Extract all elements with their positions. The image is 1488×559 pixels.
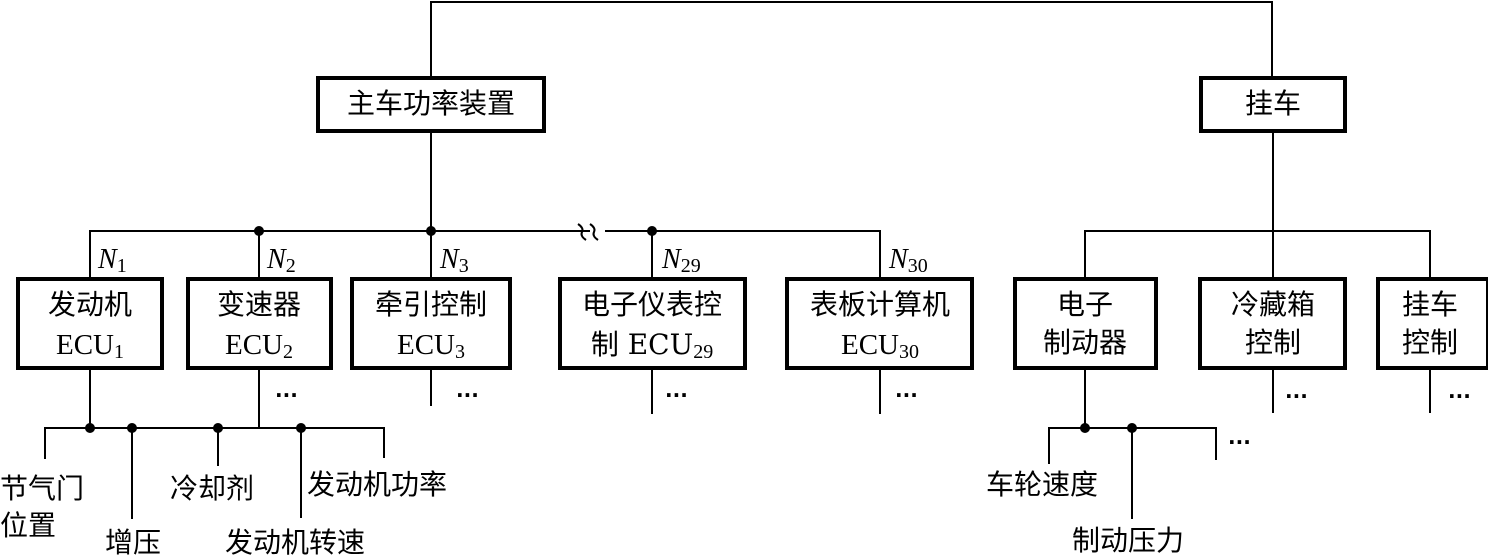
svg-text:发动机: 发动机 bbox=[48, 288, 132, 321]
junction-dot bbox=[127, 423, 137, 433]
ecu-box-engine: 发动机 ECU1 bbox=[16, 277, 164, 370]
svg-text:N29: N29 bbox=[661, 244, 701, 277]
ecu-box-traction: 牵引控制 ECU3 bbox=[350, 277, 512, 370]
svg-text:N30: N30 bbox=[888, 244, 928, 277]
ellipsis: ··· bbox=[1448, 384, 1471, 408]
ellipsis: ··· bbox=[456, 383, 479, 407]
svg-text:N3: N3 bbox=[439, 244, 469, 277]
ellipsis: ··· bbox=[665, 383, 688, 407]
svg-text:牵引控制: 牵引控制 bbox=[375, 288, 487, 321]
signal-engine-power: 发动机功率 bbox=[307, 468, 447, 501]
signal-brake-pressure: 制动压力 bbox=[1072, 524, 1184, 557]
trailer-bus bbox=[1084, 230, 1431, 278]
ellipsis: ··· bbox=[1285, 384, 1308, 408]
svg-text:ECU30: ECU30 bbox=[841, 329, 919, 363]
node-label-n1: N1 bbox=[97, 244, 127, 277]
signal-boost: 增压 bbox=[105, 526, 161, 559]
signal-engine-speed: 发动机转速 bbox=[225, 526, 365, 559]
svg-text:ECU3: ECU3 bbox=[397, 329, 465, 363]
junction-dot bbox=[1080, 423, 1090, 433]
signal-throttle-position: 位置 bbox=[0, 509, 56, 542]
junction-dot bbox=[254, 226, 264, 236]
svg-text:电子仪表控: 电子仪表控 bbox=[582, 288, 722, 321]
ellipsis: ··· bbox=[1228, 430, 1251, 454]
junction-dot bbox=[296, 423, 306, 433]
svg-text:制 ECU29: 制 ECU29 bbox=[591, 328, 713, 363]
trailer-box-electronic-brake: 电子 制动器 bbox=[1013, 277, 1158, 370]
node-label-n29: N29 bbox=[661, 244, 701, 277]
signal-coolant: 冷却剂 bbox=[170, 472, 254, 505]
ecu-box-instrument: 电子仪表控 制 ECU29 bbox=[558, 277, 747, 370]
svg-text:N2: N2 bbox=[266, 244, 296, 277]
node-label-n30: N30 bbox=[888, 244, 928, 277]
svg-text:电子: 电子 bbox=[1057, 288, 1113, 321]
junction-dot bbox=[213, 423, 223, 433]
svg-text:N1: N1 bbox=[97, 244, 127, 277]
main-bus-left bbox=[89, 230, 590, 278]
svg-text:ECU1: ECU1 bbox=[56, 329, 124, 363]
signal-throttle: 节气门 bbox=[0, 472, 84, 505]
svg-text:ECU2: ECU2 bbox=[225, 329, 293, 363]
ellipsis: ··· bbox=[275, 383, 298, 407]
ellipsis: ··· bbox=[895, 383, 918, 407]
svg-text:变速器: 变速器 bbox=[217, 288, 301, 321]
junction-dot bbox=[426, 226, 436, 236]
svg-text:制动器: 制动器 bbox=[1043, 326, 1127, 359]
bus-break-mark bbox=[577, 223, 587, 241]
ecu-box-transmission: 变速器 ECU2 bbox=[186, 277, 333, 370]
top-link-line bbox=[430, 1, 1273, 78]
bus-break-mark bbox=[589, 223, 599, 241]
main-power-label: 主车功率装置 bbox=[347, 87, 515, 120]
node-label-n3: N3 bbox=[439, 244, 469, 277]
svg-text:挂车: 挂车 bbox=[1402, 288, 1458, 321]
trailer-label: 挂车 bbox=[1245, 87, 1301, 120]
svg-text:控制: 控制 bbox=[1402, 326, 1458, 359]
main-bus-right bbox=[605, 230, 881, 278]
signal-wheel-speed: 车轮速度 bbox=[986, 468, 1098, 501]
svg-text:冷藏箱: 冷藏箱 bbox=[1231, 288, 1315, 321]
engine-sub-bus bbox=[44, 427, 385, 459]
junction-dot bbox=[647, 226, 657, 236]
ecu-box-dashboard-computer: 表板计算机 ECU30 bbox=[785, 277, 974, 370]
svg-text:表板计算机: 表板计算机 bbox=[810, 288, 950, 321]
svg-text:控制: 控制 bbox=[1245, 326, 1301, 359]
junction-dot bbox=[1127, 423, 1137, 433]
junction-dot bbox=[85, 423, 95, 433]
trailer-box-refrigeration: 冷藏箱 控制 bbox=[1198, 277, 1347, 370]
trailer-box-trailer-control: 挂车 控制 bbox=[1376, 277, 1488, 370]
node-label-n2: N2 bbox=[266, 244, 296, 277]
